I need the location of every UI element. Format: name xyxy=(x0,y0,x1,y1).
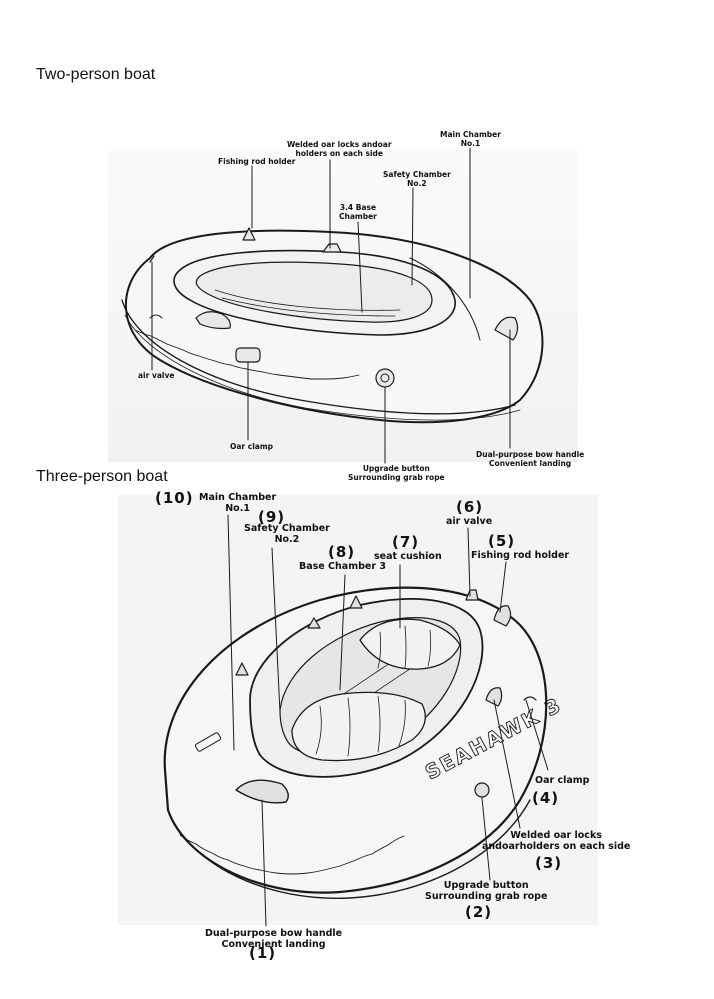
num-upgrade-button: (2) xyxy=(465,903,492,921)
two-person-boat-illustration xyxy=(108,148,578,463)
label-three-seat-cushion: seat cushion xyxy=(374,551,442,562)
label-three-base-chamber: Base Chamber 3 xyxy=(299,561,386,572)
num-main-chamber: (10) xyxy=(155,489,194,507)
label-two-fishing-rod: Fishing rod holder xyxy=(218,157,295,166)
label-three-fishing-rod: Fishing rod holder xyxy=(471,550,569,561)
num-oar-clamp: (4) xyxy=(532,789,559,807)
num-base-chamber: (8) xyxy=(328,543,355,561)
label-two-oar-clamp: Oar clamp xyxy=(230,442,273,451)
label-three-oar-clamp: Oar clamp xyxy=(535,775,589,786)
num-oarlocks: (3) xyxy=(535,854,562,872)
label-two-air-valve: air valve xyxy=(138,371,174,380)
num-bow-handle: (1) xyxy=(249,944,276,962)
num-fishing-rod: (5) xyxy=(488,532,515,550)
num-seat-cushion: (7) xyxy=(392,533,419,551)
num-air-valve: (6) xyxy=(456,498,483,516)
label-three-air-valve: air valve xyxy=(446,516,492,527)
